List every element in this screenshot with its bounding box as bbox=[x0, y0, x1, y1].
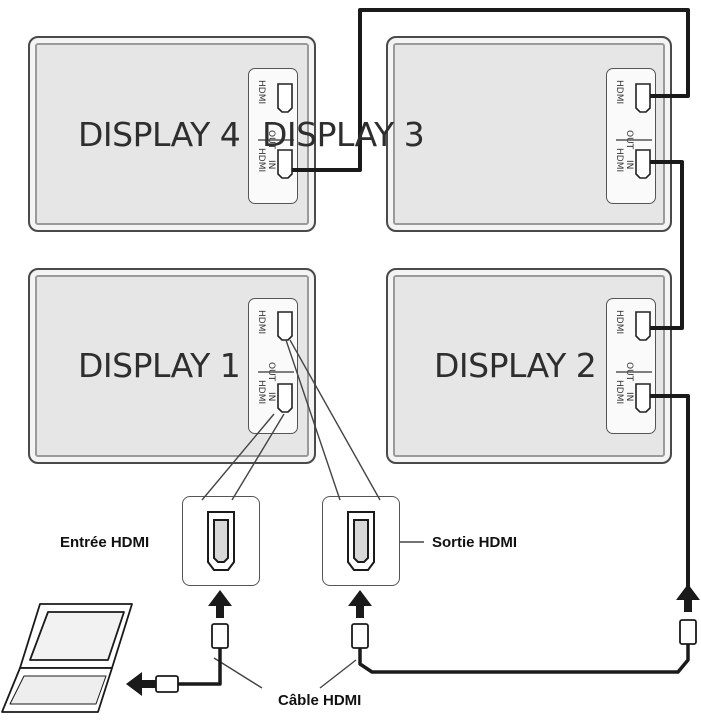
hdmi-ports bbox=[277, 83, 651, 413]
arrow-up-output bbox=[348, 590, 372, 618]
d4-in-port bbox=[277, 149, 293, 179]
cable-output-chain bbox=[358, 644, 690, 674]
cable-d2-to-d3 bbox=[650, 160, 684, 330]
hdmi-output-caption: Sortie HDMI bbox=[432, 534, 518, 551]
cable-d2-in bbox=[650, 394, 690, 588]
hdmi-cable-caption: Câble HDMI bbox=[278, 692, 362, 709]
up-arrows bbox=[208, 584, 700, 618]
hdmi-connector-icons bbox=[207, 511, 375, 571]
d2-out-port bbox=[635, 311, 651, 341]
hdmi-plugs bbox=[155, 619, 697, 693]
callout-lines bbox=[201, 339, 424, 689]
d2-in-port bbox=[635, 383, 651, 413]
cable-laptop bbox=[178, 648, 222, 686]
lower-cables bbox=[178, 644, 690, 686]
display-2-label: DISPLAY 2 bbox=[434, 346, 597, 385]
display-1-label: DISPLAY 1 bbox=[78, 346, 241, 385]
d3-in-port bbox=[635, 149, 651, 179]
display-3-label: DISPLAY 3 bbox=[262, 115, 425, 154]
d3-out-port bbox=[635, 83, 651, 113]
arrow-up-input bbox=[208, 590, 232, 618]
d1-in-port bbox=[277, 383, 293, 413]
arrow-left-laptop bbox=[126, 672, 156, 696]
laptop-icon bbox=[1, 603, 133, 713]
arrow-up-chain bbox=[676, 584, 700, 612]
d4-out-port bbox=[277, 83, 293, 113]
hdmi-input-caption: Entrée HDMI bbox=[60, 534, 150, 551]
cable-d3-to-d4 bbox=[292, 8, 690, 172]
d1-out-port bbox=[277, 311, 293, 341]
display-4-label: DISPLAY 4 bbox=[78, 115, 241, 154]
daisy-chain-cables bbox=[292, 8, 690, 588]
